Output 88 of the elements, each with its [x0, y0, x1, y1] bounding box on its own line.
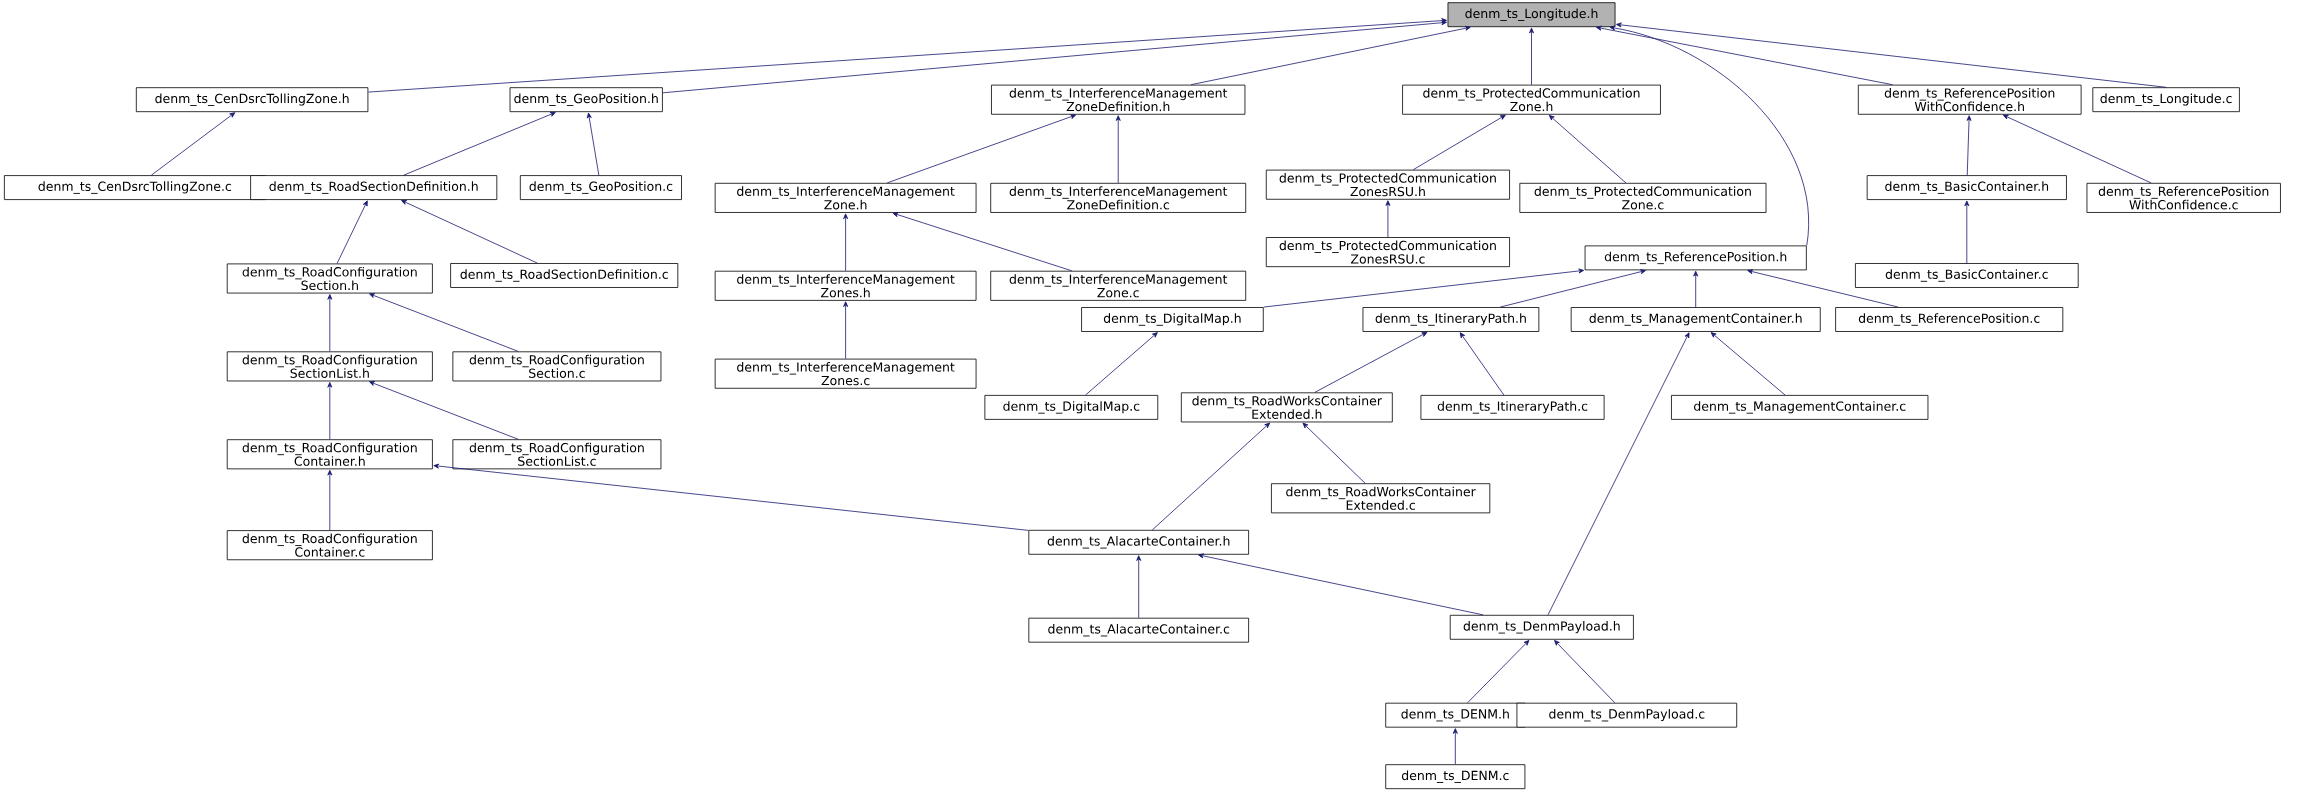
- arrow: [1596, 25, 1893, 86]
- file-box: denm_ts_DENM.h: [1385, 702, 1526, 728]
- arrow: [1263, 268, 1585, 308]
- arrow: [367, 18, 1447, 93]
- file-box: denm_ts_RoadConfiguration SectionList.c: [452, 439, 662, 470]
- arrow: [843, 301, 849, 360]
- arrow: [1190, 25, 1471, 86]
- file-box: denm_ts_InterferenceManagement Zones.h: [714, 270, 977, 301]
- file-box: denm_ts_ProtectedCommunication ZonesRSU.c: [1265, 237, 1510, 268]
- arrow: [1198, 553, 1484, 616]
- file-box: denm_ts_RoadConfiguration Section.c: [452, 351, 662, 382]
- file-box: denm_ts_InterferenceManagement Zone.c: [990, 270, 1247, 301]
- file-box: denm_ts_GeoPosition.h: [509, 87, 663, 113]
- file-box: denm_ts_BasicContainer.c: [1855, 263, 2079, 288]
- file-box: denm_ts_RoadConfiguration Section.h: [226, 263, 433, 294]
- file-box: denm_ts_ReferencePosition.h: [1584, 245, 1807, 271]
- file-box: denm_ts_ProtectedCommunication Zone.h: [1402, 84, 1661, 115]
- arrow: [886, 114, 1077, 184]
- file-box: denm_ts_AlacarteContainer.c: [1028, 617, 1249, 643]
- file-box: denm_ts_DigitalMap.h: [1081, 307, 1264, 332]
- arrow: [1554, 640, 1616, 704]
- file-box: denm_ts_Longitude.c: [2092, 87, 2240, 113]
- arrow: [327, 294, 333, 352]
- file-box: denm_ts_InterferenceManagement Zones.c: [714, 358, 977, 389]
- file-box: denm_ts_ProtectedCommunication ZonesRSU.h: [1265, 169, 1510, 200]
- arrow: [327, 382, 333, 440]
- arrow: [401, 200, 538, 264]
- file-box: denm_ts_ItineraryPath.h: [1362, 307, 1540, 332]
- arrow: [369, 293, 519, 352]
- file-box: denm_ts_DenmPayload.h: [1449, 614, 1634, 640]
- arrow: [336, 200, 368, 264]
- arrow: [1115, 115, 1121, 184]
- arrow: [1385, 200, 1391, 238]
- file-box: denm_ts_ReferencePosition WithConfidence.h: [1857, 84, 2082, 115]
- file-box: denm_ts_GeoPosition.c: [519, 175, 682, 200]
- file-box: denm_ts_BasicContainer.h: [1866, 175, 2067, 200]
- arrow: [1136, 555, 1142, 619]
- arrow: [1693, 270, 1699, 308]
- arrow: [586, 112, 600, 176]
- arrow: [1616, 22, 2167, 88]
- file-box: denm_ts_AlacarteContainer.h: [1028, 529, 1249, 555]
- file-box: denm_ts_RoadWorksContainer Extended.c: [1271, 483, 1491, 514]
- arrow: [1459, 332, 1505, 396]
- file-box: denm_ts_RoadSectionDefinition.h: [250, 175, 498, 200]
- file-box: denm_ts_RoadConfiguration Container.h: [226, 439, 433, 470]
- arrow: [1529, 27, 1534, 86]
- file-box: denm_ts_DENM.c: [1385, 764, 1526, 790]
- file-box: denm_ts_InterferenceManagement ZoneDefinition.c: [990, 182, 1247, 213]
- file-box: denm_ts_DenmPayload.c: [1516, 702, 1738, 728]
- arrow: [1547, 332, 1690, 616]
- arrow: [150, 112, 236, 176]
- file-box: denm_ts_ReferencePosition.c: [1835, 307, 2064, 332]
- arrow: [892, 212, 1073, 272]
- arrow: [327, 469, 333, 531]
- arrow: [843, 213, 849, 272]
- file-box: denm_ts_RoadConfiguration Container.c: [226, 530, 433, 561]
- arrow: [1499, 269, 1646, 308]
- arrow: [1085, 332, 1158, 396]
- file-box: denm_ts_CenDsrcTollingZone.c: [3, 175, 266, 200]
- file-box: denm_ts_RoadConfiguration SectionList.h: [226, 351, 433, 382]
- arrow: [1151, 422, 1271, 531]
- arrow: [1966, 115, 1972, 176]
- arrow: [662, 20, 1447, 94]
- file-box: denm_ts_RoadSectionDefinition.c: [450, 263, 679, 288]
- arrow: [403, 112, 556, 176]
- file-box: denm_ts_Longitude.h: [1447, 2, 1616, 28]
- file-box: denm_ts_ManagementContainer.c: [1671, 395, 1929, 420]
- file-box: denm_ts_ProtectedCommunication Zone.c: [1519, 182, 1767, 213]
- file-box: denm_ts_ManagementContainer.h: [1570, 307, 1821, 332]
- arrow: [369, 381, 519, 440]
- arrow: [1412, 114, 1506, 171]
- arrow: [2002, 114, 2152, 184]
- arrow: [433, 463, 1029, 531]
- arrow: [1302, 422, 1366, 484]
- arrow: [1710, 332, 1786, 396]
- file-box: denm_ts_ItineraryPath.c: [1420, 395, 1605, 420]
- arrow: [1609, 25, 1810, 246]
- arrow: [1548, 114, 1627, 184]
- arrow: [1964, 200, 1970, 264]
- file-box: denm_ts_ReferencePosition WithConfidence.c: [2086, 182, 2281, 213]
- arrow: [1314, 331, 1428, 393]
- file-box: denm_ts_InterferenceManagement Zone.h: [714, 182, 977, 213]
- arrow: [1452, 728, 1458, 765]
- file-box: denm_ts_DigitalMap.c: [984, 395, 1159, 420]
- arrow: [1467, 640, 1530, 704]
- file-box: denm_ts_CenDsrcTollingZone.h: [135, 87, 369, 113]
- file-box: denm_ts_InterferenceManagement ZoneDefinition.h: [991, 84, 1246, 115]
- file-box: denm_ts_RoadWorksContainer Extended.h: [1180, 392, 1393, 423]
